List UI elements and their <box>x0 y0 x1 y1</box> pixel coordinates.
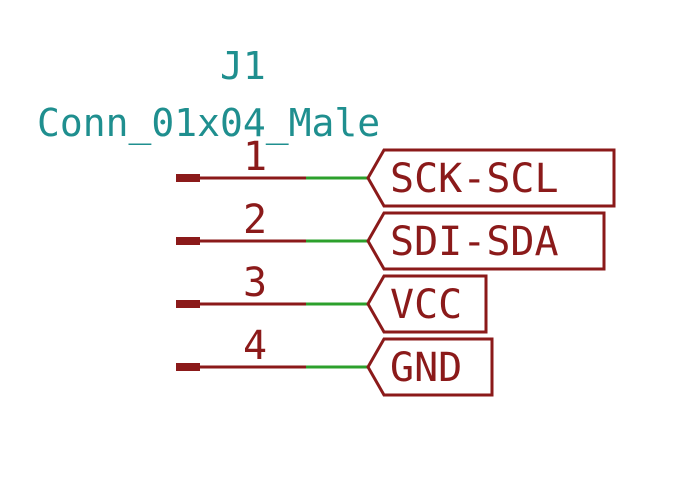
net-label-shape-4[interactable] <box>366 337 494 397</box>
net-label-shape-1[interactable] <box>366 148 616 208</box>
pin-number-3: 3 <box>243 260 267 306</box>
net-label-2[interactable]: SDI-SDA <box>390 219 559 265</box>
pins-group: 1 SCK-SCL 2 SDI-SDA 3 VCC 4 GND <box>176 134 616 397</box>
pin-number-2: 2 <box>243 197 267 243</box>
pin-end-1[interactable] <box>176 174 200 182</box>
pin-end-3[interactable] <box>176 300 200 308</box>
pin-number-1: 1 <box>243 134 267 180</box>
net-label-1[interactable]: SCK-SCL <box>390 156 559 202</box>
net-label-shape-2[interactable] <box>366 211 606 271</box>
net-label-shape-3[interactable] <box>366 274 488 334</box>
net-label-4[interactable]: GND <box>390 345 462 391</box>
net-label-3[interactable]: VCC <box>390 282 462 328</box>
pin-number-4: 4 <box>243 323 267 369</box>
pin-end-2[interactable] <box>176 237 200 245</box>
component-value[interactable]: Conn_01x04_Male <box>37 101 380 146</box>
component-reference[interactable]: J1 <box>220 44 266 88</box>
pin-end-4[interactable] <box>176 363 200 371</box>
